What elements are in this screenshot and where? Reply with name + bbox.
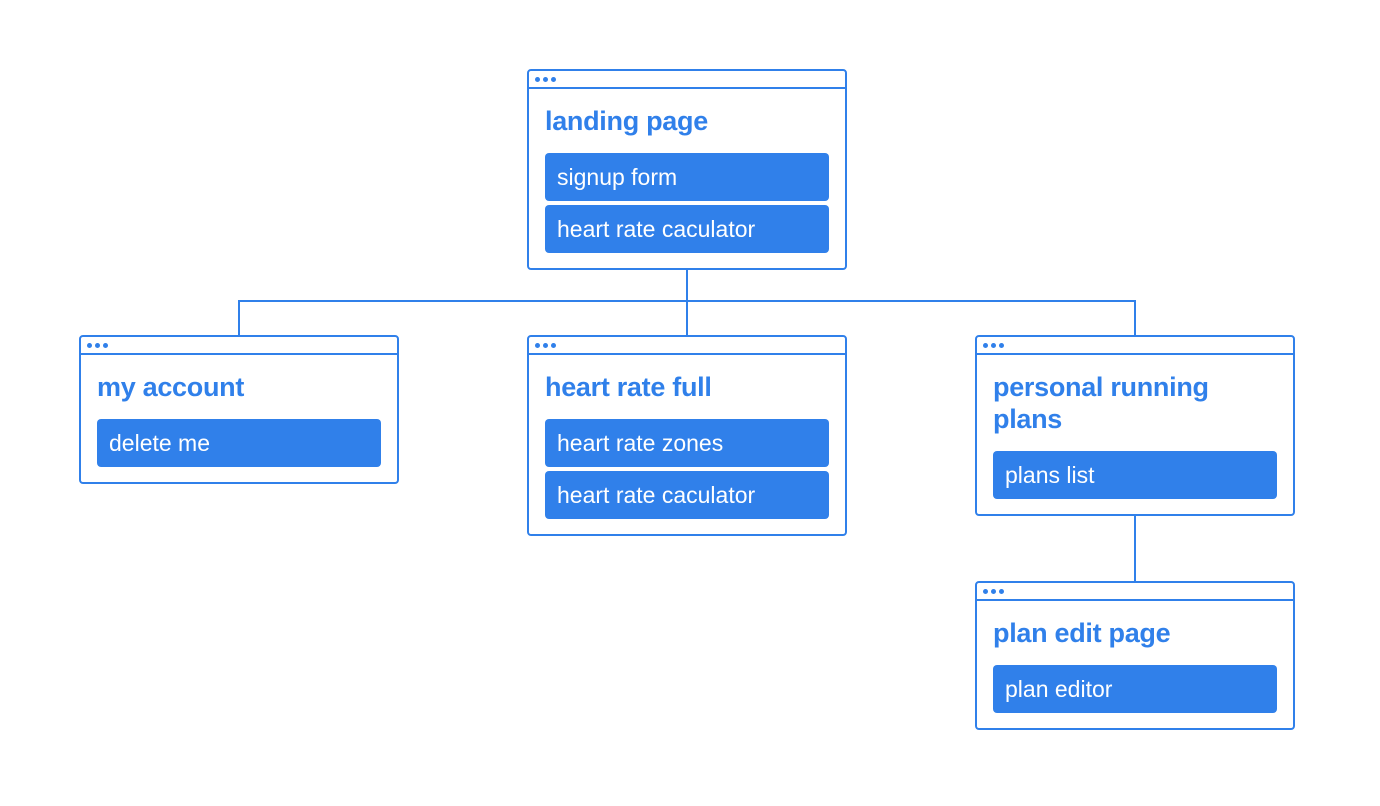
window-dot-icon [103,342,108,348]
component-delete-me: delete me [97,419,381,467]
component-signup-form: signup form [545,153,829,201]
window-dot-icon [543,342,548,348]
window-chrome [81,337,397,355]
page-title: landing page [545,106,708,136]
window-chrome [977,583,1293,601]
component-heart-rate-calculator: heart rate caculator [545,205,829,253]
window-dot-icon [991,588,996,594]
page-title: plan edit page [993,618,1171,648]
component-heart-rate-calculator: heart rate caculator [545,471,829,519]
window-dot-icon [999,342,1004,348]
window-dot-icon [983,588,988,594]
window-dot-icon [999,588,1004,594]
window-chrome [529,337,845,355]
page-title: heart rate full [545,372,712,402]
page-card-landing: landing page signup form heart rate cacu… [527,69,847,270]
window-dot-icon [551,342,556,348]
page-card-heart-rate-full: heart rate full heart rate zones heart r… [527,335,847,536]
window-chrome [529,71,845,89]
window-dot-icon [551,76,556,82]
page-title: personal running plans [993,372,1209,434]
page-card-plan-edit: plan edit page plan editor [975,581,1295,730]
window-dot-icon [535,76,540,82]
component-plans-list: plans list [993,451,1277,499]
window-dot-icon [87,342,92,348]
window-dot-icon [543,76,548,82]
page-title: my account [97,372,245,402]
window-chrome [977,337,1293,355]
window-dot-icon [535,342,540,348]
component-heart-rate-zones: heart rate zones [545,419,829,467]
page-card-running-plans: personal running plans plans list [975,335,1295,516]
page-card-account: my account delete me [79,335,399,484]
window-dot-icon [95,342,100,348]
component-plan-editor: plan editor [993,665,1277,713]
window-dot-icon [991,342,996,348]
window-dot-icon [983,342,988,348]
